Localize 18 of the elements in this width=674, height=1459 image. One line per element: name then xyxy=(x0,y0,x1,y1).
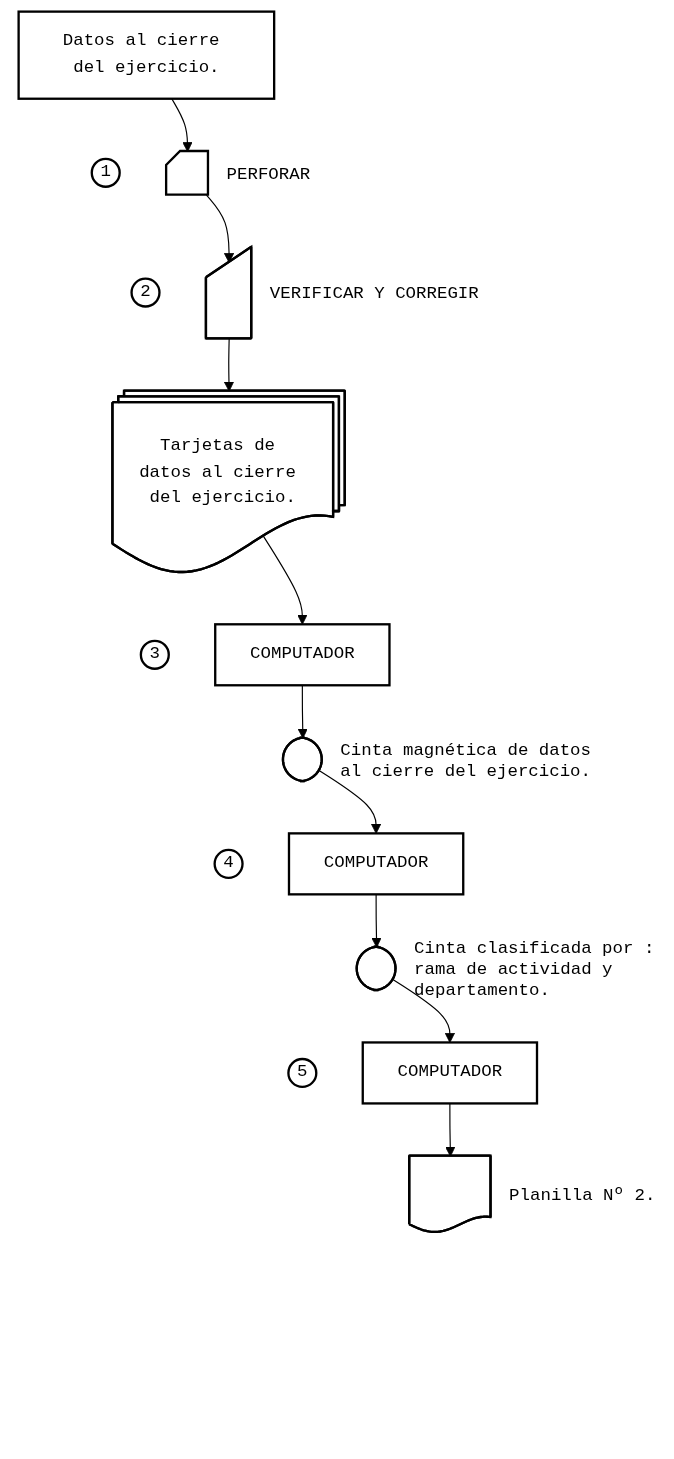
node-box xyxy=(164,149,210,196)
node-circle: 1 xyxy=(90,157,121,188)
node-circle: 2 xyxy=(130,277,161,308)
node-circle: 3 xyxy=(139,639,170,670)
step-caption: VERIFICAR Y CORREGIR xyxy=(269,283,479,304)
node-box: Datos al cierre del ejercicio. xyxy=(17,10,276,100)
node-circle: 5 xyxy=(287,1057,318,1089)
node-box: COMPUTADOR xyxy=(361,1041,539,1105)
node-circle: 4 xyxy=(213,848,244,879)
step-caption: Cinta magnética de datos al cierre del ejercicio. xyxy=(340,739,591,781)
node-box: COMPUTADOR xyxy=(287,832,465,896)
step-caption: PERFORAR xyxy=(226,163,311,184)
step-caption: Cinta clasificada por : rama de actividad y departamento. xyxy=(414,938,655,1001)
arrow xyxy=(262,535,308,625)
node-box: COMPUTADOR xyxy=(214,623,391,687)
arrow xyxy=(318,770,382,834)
arrow xyxy=(392,979,455,1043)
step-caption: Planilla Nº 2. xyxy=(509,1184,656,1205)
